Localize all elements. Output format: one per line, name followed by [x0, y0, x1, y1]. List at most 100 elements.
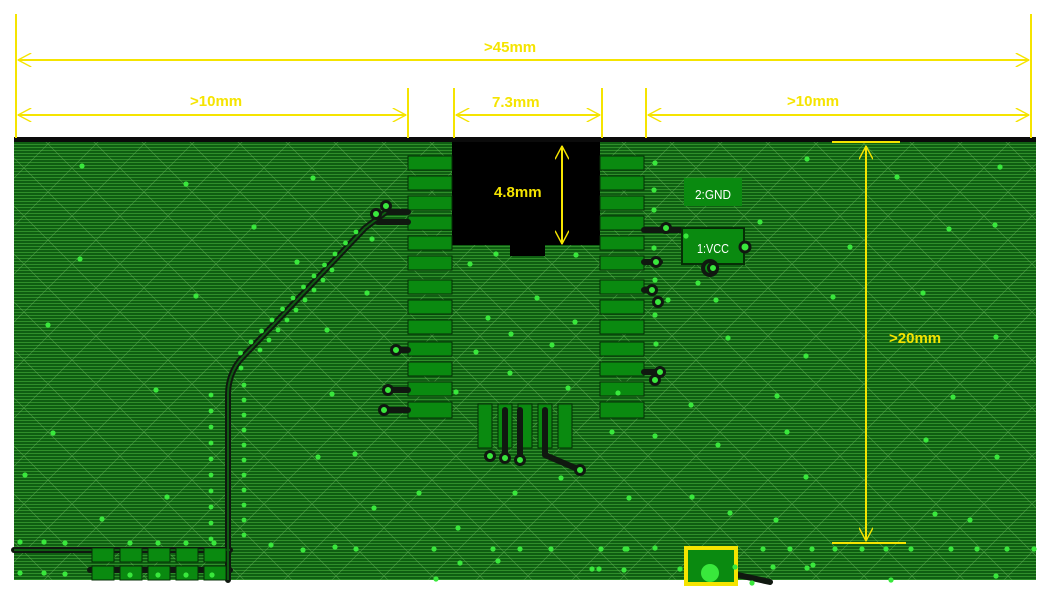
- via: [238, 350, 243, 356]
- via: [727, 510, 733, 516]
- via: [183, 572, 189, 578]
- via: [290, 295, 296, 301]
- via: [773, 517, 779, 523]
- via: [332, 544, 338, 550]
- via: [665, 297, 671, 303]
- via: [653, 341, 659, 347]
- via: [493, 251, 499, 257]
- via: [683, 233, 689, 239]
- via: [689, 494, 695, 500]
- via: [352, 451, 358, 457]
- via: [923, 437, 929, 443]
- via: [598, 546, 604, 552]
- via: [302, 297, 308, 303]
- via: [774, 393, 780, 399]
- via: [208, 504, 214, 510]
- via: [164, 494, 170, 500]
- via-field: [17, 156, 1037, 586]
- via: [22, 472, 28, 478]
- via: [787, 546, 793, 552]
- via: [208, 392, 214, 398]
- via: [549, 342, 555, 348]
- gnd-pin-label: 2:GND: [695, 187, 731, 202]
- right-pad-column: [599, 155, 645, 419]
- via: [193, 293, 199, 299]
- via: [208, 456, 214, 462]
- via: [950, 394, 956, 400]
- via: [155, 540, 161, 546]
- via: [732, 564, 738, 570]
- via: [932, 511, 938, 517]
- left-clearance-label: >10mm: [190, 93, 242, 110]
- via: [455, 525, 461, 531]
- via: [534, 295, 540, 301]
- via: [45, 322, 51, 328]
- via: [507, 370, 513, 376]
- via: [127, 540, 133, 546]
- via: [241, 457, 247, 463]
- via: [573, 252, 579, 258]
- via: [485, 315, 491, 321]
- via: [749, 580, 755, 586]
- via: [241, 442, 247, 448]
- via: [621, 567, 627, 573]
- ringed-via: [650, 256, 662, 268]
- via: [127, 572, 133, 578]
- via: [558, 475, 564, 481]
- component-pads: [477, 403, 573, 449]
- via: [259, 328, 264, 334]
- via: [153, 387, 159, 393]
- via: [208, 408, 214, 414]
- via: [993, 573, 999, 579]
- via: [626, 495, 632, 501]
- via: [251, 224, 257, 230]
- vcc-pin-label: 1:VCC: [697, 241, 729, 256]
- ringed-via: [646, 284, 658, 296]
- ringed-via: [649, 374, 661, 386]
- via: [804, 565, 810, 571]
- via: [803, 353, 809, 359]
- via: [994, 454, 1000, 460]
- via: [208, 424, 214, 430]
- via: [332, 251, 338, 257]
- via: [609, 429, 615, 435]
- via: [241, 517, 247, 523]
- via: [652, 433, 658, 439]
- via: [241, 502, 247, 508]
- ringed-via: [574, 464, 586, 476]
- via: [512, 490, 518, 496]
- ringed-via: [660, 222, 672, 234]
- via: [651, 187, 657, 193]
- via: [652, 312, 658, 318]
- via: [343, 240, 348, 246]
- ringed-via: [654, 366, 666, 378]
- via: [624, 546, 630, 552]
- via: [757, 219, 763, 225]
- via: [572, 319, 578, 325]
- via: [847, 244, 853, 250]
- via: [324, 327, 330, 333]
- via: [725, 335, 731, 341]
- via: [508, 331, 514, 337]
- via: [832, 546, 838, 552]
- via: [433, 576, 439, 582]
- via: [457, 560, 463, 566]
- via: [311, 287, 317, 293]
- via: [241, 412, 247, 418]
- via: [315, 454, 321, 460]
- via: [589, 566, 595, 572]
- via: [920, 290, 926, 296]
- via: [453, 389, 459, 395]
- via: [257, 347, 263, 353]
- ringed-via: [499, 452, 511, 464]
- test-pad: [684, 546, 738, 586]
- via: [974, 546, 980, 552]
- via: [967, 517, 973, 523]
- via: [241, 472, 247, 478]
- via: [311, 273, 317, 279]
- via: [997, 164, 1003, 170]
- via: [859, 546, 865, 552]
- ringed-via: [380, 200, 392, 212]
- via: [310, 175, 316, 181]
- via: [992, 222, 998, 228]
